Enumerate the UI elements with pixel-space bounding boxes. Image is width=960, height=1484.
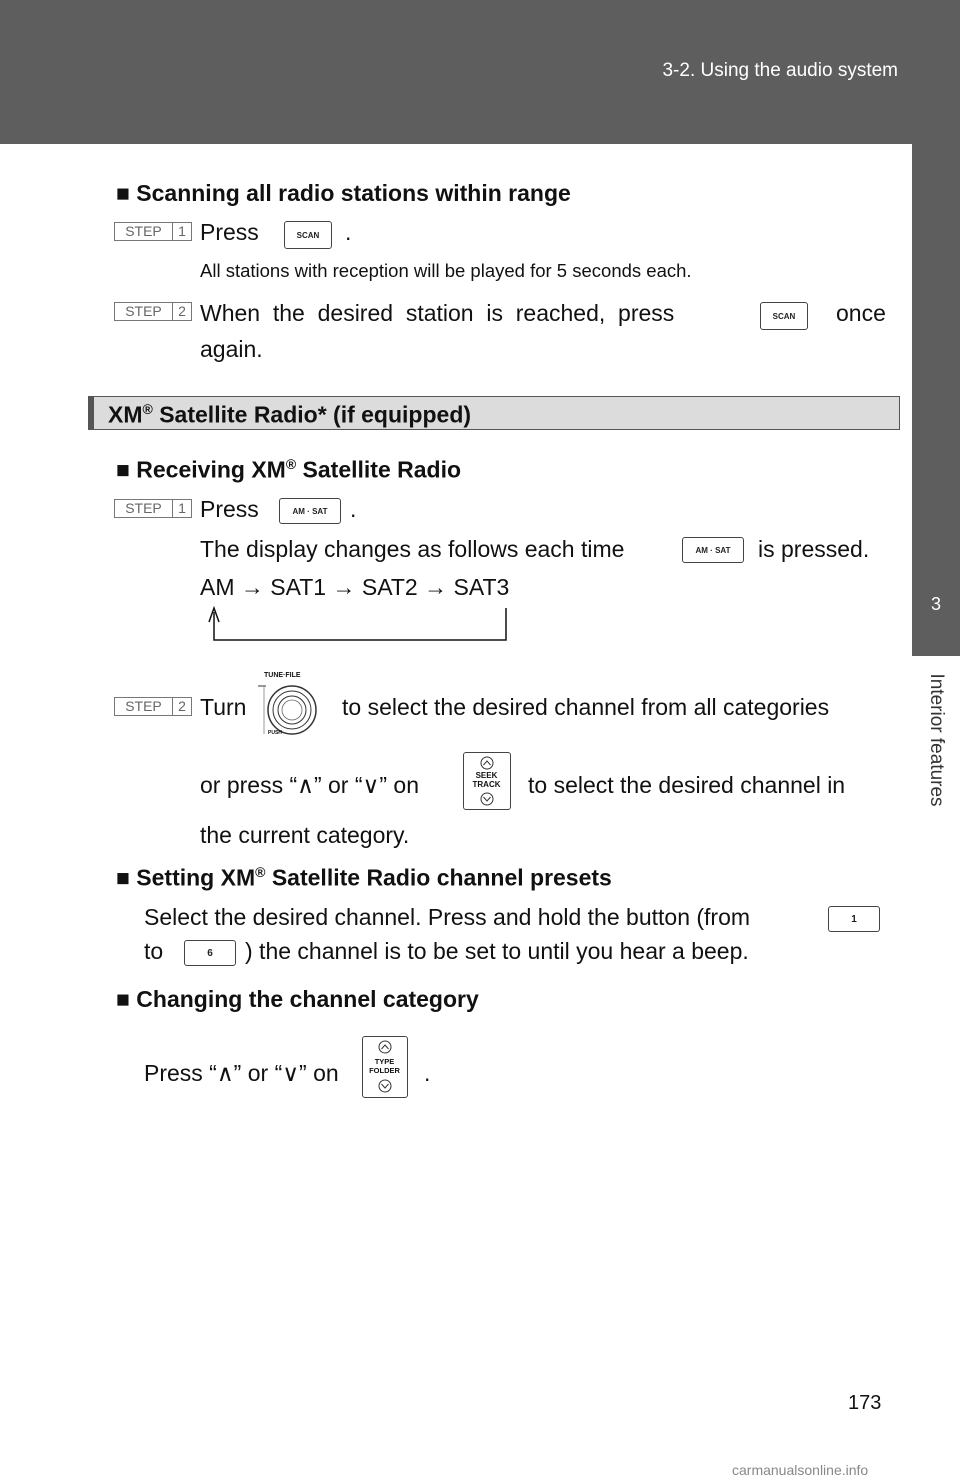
xm-step2-line1: to select the desired channel from all c… — [342, 694, 830, 720]
preset-1-button-icon: 1 — [828, 906, 880, 932]
scan-button-icon: SCAN — [760, 302, 808, 330]
xm-step1-period: . — [350, 496, 357, 522]
step-badge-2: STEP 2 — [114, 697, 192, 716]
chapter-label: Interior features — [926, 673, 947, 807]
xm-step2-line2-end: to select the desired channel in — [528, 772, 846, 798]
scan-heading: ■ Scanning all radio stations within ran… — [116, 180, 571, 206]
xm-step1-line2-end: is pressed. — [758, 536, 870, 562]
receiving-heading: ■ Receiving XM® Satellite Radio — [116, 456, 462, 483]
preset-6-button-icon: 6 — [184, 940, 236, 966]
header-title: 3-2. Using the audio system — [662, 60, 898, 81]
scan-step2-text: When the desired station is reached, pre… — [200, 300, 675, 326]
step-number: 2 — [178, 698, 186, 714]
scan-step2-again: again. — [200, 336, 263, 362]
chapter-number: 3 — [930, 594, 941, 614]
scan-step1-note: All stations with reception will be play… — [200, 260, 692, 281]
xm-step1-line2: The display changes as follows each time — [200, 536, 625, 562]
xm-step2-line3: the current category. — [200, 822, 410, 848]
footer-watermark: carmanualsonline.info — [732, 1462, 869, 1478]
loop-arrow-icon — [208, 605, 507, 641]
page-number: 173 — [848, 1392, 882, 1414]
xm-step1-text: Press — [200, 496, 259, 522]
xm-section-title: XM® Satellite Radio* (if equipped) — [108, 401, 472, 428]
xm-step2-line2: or press “∧” or “∨” on — [200, 772, 419, 798]
am-sat-button-icon: AM · SAT — [682, 537, 744, 563]
step-label: STEP — [115, 698, 173, 715]
step-badge-2: STEP 2 — [114, 302, 192, 321]
step-number: 1 — [178, 223, 186, 239]
step-number: 2 — [178, 303, 186, 319]
scan-step1-text: Press — [200, 219, 259, 245]
presets-line2: ) the channel is to be set to until you … — [245, 938, 749, 964]
type-folder-button-icon: TYPE FOLDER — [362, 1036, 408, 1098]
presets-line2-to: to — [144, 938, 164, 964]
category-heading: ■ Changing the channel category — [116, 986, 479, 1012]
category-period: . — [424, 1060, 431, 1086]
band-sequence: AM → SAT1 → SAT2 → SAT3 — [200, 574, 510, 600]
xm-section-bar: XM® Satellite Radio* (if equipped) — [88, 396, 900, 430]
sidebar-band — [912, 144, 960, 552]
step-number: 1 — [178, 500, 186, 516]
tune-file-knob-icon: TUNE·FILE PUSH — [256, 672, 320, 740]
step-label: STEP — [115, 223, 173, 240]
step-badge-1: STEP 1 — [114, 499, 192, 518]
seek-track-button-icon: SEEK TRACK — [463, 752, 511, 810]
xm-step2-turn: Turn — [200, 694, 247, 720]
scan-step2-once: once — [836, 300, 886, 326]
scan-step1-period: . — [345, 219, 352, 245]
scan-button-icon: SCAN — [284, 221, 332, 249]
am-sat-button-icon: AM · SAT — [279, 498, 341, 524]
presets-line1: Select the desired channel. Press and ho… — [144, 904, 751, 930]
presets-heading: ■ Setting XM® Satellite Radio channel pr… — [116, 864, 612, 891]
step-label: STEP — [115, 303, 173, 320]
step-badge-1: STEP 1 — [114, 222, 192, 241]
step-label: STEP — [115, 500, 173, 517]
page-header: 3-2. Using the audio system — [0, 0, 960, 144]
chapter-tab — [912, 552, 960, 656]
category-text: Press “∧” or “∨” on — [144, 1060, 339, 1086]
